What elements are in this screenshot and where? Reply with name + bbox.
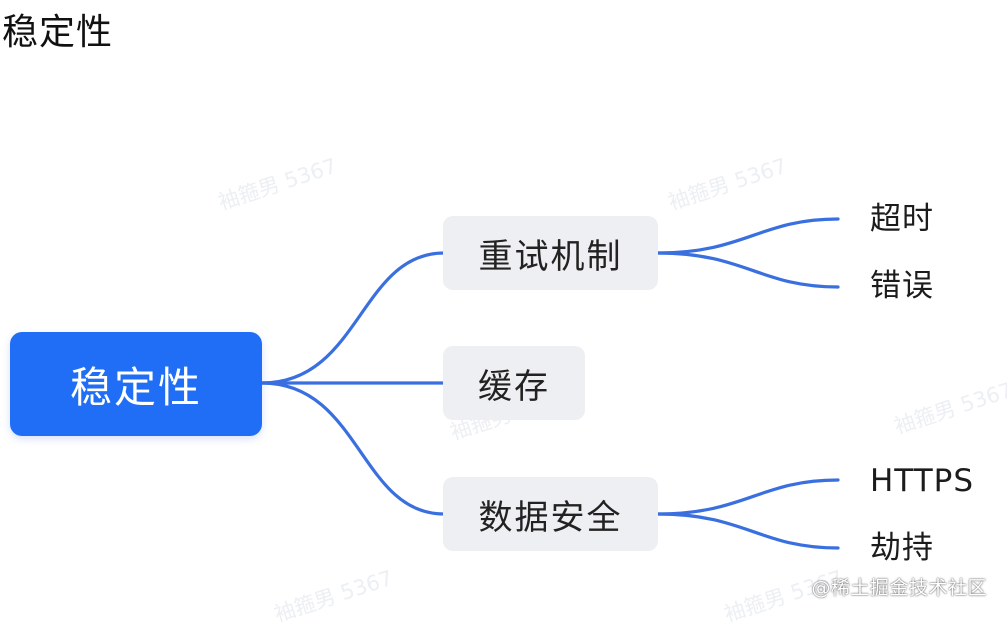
connector-retry-to-error [656, 251, 840, 289]
page-title: 稳定性 [2, 12, 114, 53]
branch-node-label: 重试机制 [478, 236, 623, 277]
branch-node-label: 缓存 [478, 366, 550, 407]
mindmap-connectors [260, 217, 840, 550]
root-node-label: 稳定性 [69, 362, 202, 412]
connector-root-to-retry [260, 251, 446, 385]
connector-security-to-hijack [656, 512, 840, 550]
connector-lines [260, 217, 840, 550]
branch-node-retry[interactable]: 重试机制 [443, 216, 658, 290]
connector-root-to-security [260, 381, 446, 516]
branch-node-cache[interactable]: 缓存 [443, 346, 585, 420]
site-credit: @稀土掘金技术社区 [811, 577, 987, 599]
branch-node-security[interactable]: 数据安全 [443, 477, 658, 551]
leaf-https[interactable]: HTTPS [870, 463, 975, 499]
root-node[interactable]: 稳定性 [10, 332, 262, 436]
connector-security-to-https [656, 478, 840, 516]
connector-retry-to-timeout [656, 217, 840, 255]
leaf-error[interactable]: 错误 [870, 268, 934, 304]
branch-node-label: 数据安全 [478, 497, 623, 538]
leaf-hijack[interactable]: 劫持 [870, 530, 934, 566]
leaf-timeout[interactable]: 超时 [870, 201, 934, 237]
